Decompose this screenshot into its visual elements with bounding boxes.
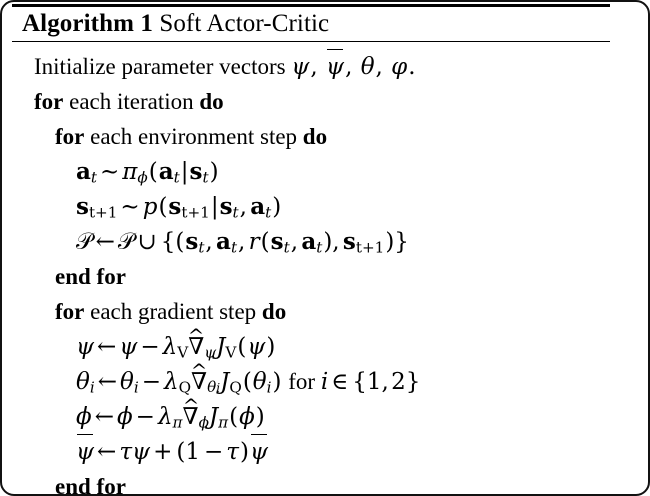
equation-update-theta: θi←θi−λQ∇θiJQ(θi) bbox=[76, 369, 283, 395]
keyword-do: do bbox=[199, 89, 224, 114]
line-end-for-environment-step: end for bbox=[12, 259, 610, 294]
initialize-label: Initialize parameter vectors bbox=[34, 54, 286, 79]
keyword-for: for bbox=[55, 124, 85, 149]
equation-sample-next-state: st+1∼p(st+1|st, at) bbox=[76, 193, 282, 222]
algorithm-number-label: Algorithm 1 bbox=[22, 10, 153, 37]
equation-append-replay-buffer: 𝒫←𝒫∪{(st, at, r(st, at), st+1)} bbox=[76, 228, 409, 257]
algorithm-block: Algorithm 1 Soft Actor-Critic Initialize… bbox=[12, 4, 610, 496]
line-initialize: Initialize parameter vectors ψ, ψ, θ, φ. bbox=[12, 48, 610, 84]
symbol-psi-bar: ψ bbox=[326, 48, 344, 85]
line-for-iteration: for each iteration do bbox=[12, 84, 610, 119]
line-update-phi: ϕ←ϕ−λπ∇ϕJπ(ϕ) bbox=[12, 399, 610, 434]
keyword-do: do bbox=[261, 299, 287, 324]
equation-update-phi: ϕ←ϕ−λπ∇ϕJπ(ϕ) bbox=[76, 404, 266, 430]
algorithm-name-label: Soft Actor-Critic bbox=[159, 10, 330, 37]
line-end-for-gradient-step: end for bbox=[12, 469, 610, 496]
algorithm-top-rule bbox=[12, 4, 610, 7]
equation-sample-action: at∼πϕ(at|st) bbox=[76, 158, 219, 187]
line-for-gradient-step: for each gradient step do bbox=[12, 294, 610, 329]
symbol-phi: φ bbox=[391, 54, 408, 80]
algorithm-title-rule bbox=[12, 41, 610, 42]
keyword-do: do bbox=[302, 124, 328, 149]
for-i-label: for bbox=[288, 369, 316, 394]
initialize-symbols: ψ, ψ, θ, φ. bbox=[291, 48, 416, 80]
equation-theta-index-range: i∈{1, 2} bbox=[320, 369, 421, 395]
keyword-end-for: end for bbox=[55, 474, 126, 496]
equation-update-psi: ψ←ψ−λV∇ψJV(ψ) bbox=[76, 334, 276, 360]
keyword-end-for: end for bbox=[55, 264, 126, 289]
keyword-for: for bbox=[55, 299, 85, 324]
for-environment-step-label: each environment step bbox=[90, 124, 298, 149]
algorithm-body: Initialize parameter vectors ψ, ψ, θ, φ.… bbox=[12, 42, 610, 496]
for-gradient-step-label: each gradient step bbox=[90, 299, 257, 324]
equation-update-target-psi: ψ←τψ+(1−τ)ψ bbox=[76, 433, 268, 465]
symbol-theta: θ bbox=[360, 54, 375, 80]
line-append-replay-buffer: 𝒫←𝒫∪{(st, at, r(st, at), st+1)} bbox=[12, 224, 610, 259]
line-update-psi: ψ←ψ−λV∇ψJV(ψ) bbox=[12, 329, 610, 364]
line-update-theta: θi←θi−λQ∇θiJQ(θi) for i∈{1, 2} bbox=[12, 364, 610, 399]
keyword-for: for bbox=[34, 89, 64, 114]
for-iteration-label: each iteration bbox=[69, 89, 194, 114]
line-sample-next-state: st+1∼p(st+1|st, at) bbox=[12, 189, 610, 224]
line-update-target-psi: ψ←τψ+(1−τ)ψ bbox=[12, 433, 610, 469]
line-for-environment-step: for each environment step do bbox=[12, 119, 610, 154]
line-sample-action: at∼πϕ(at|st) bbox=[12, 154, 610, 189]
symbol-psi: ψ bbox=[291, 54, 310, 80]
algorithm-title: Algorithm 1 Soft Actor-Critic bbox=[12, 7, 610, 41]
